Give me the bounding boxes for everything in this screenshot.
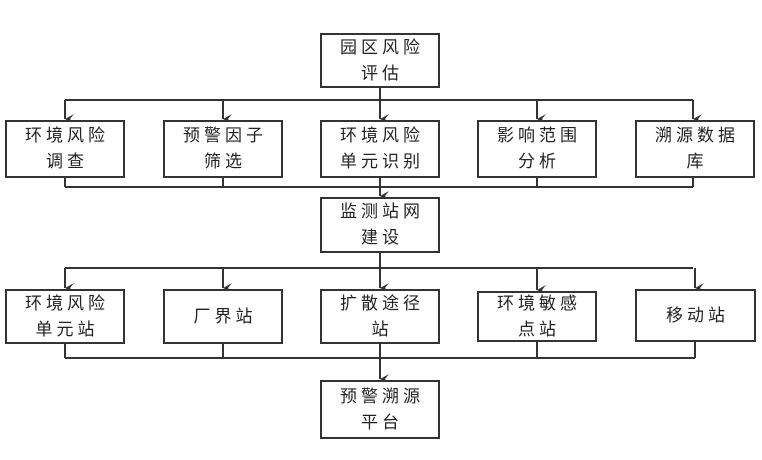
station-box: 环境风险单元站 (5, 289, 125, 344)
station-box: 移动站 (635, 289, 756, 342)
station-label: 环境风险单元站 (25, 293, 109, 340)
root-box: 园区风险评估 (320, 33, 440, 88)
station-box: 厂界站 (163, 289, 283, 344)
step-label: 溯源数据库 (655, 126, 739, 172)
station-label: 扩散途径站 (340, 293, 424, 340)
platform-label: 预警溯源平台 (340, 386, 424, 433)
network-label: 监测站网建设 (340, 202, 424, 248)
step-box: 影响范围分析 (477, 120, 597, 178)
station-label: 移动站 (666, 305, 729, 326)
step-label: 预警因子筛选 (183, 126, 267, 172)
root-label: 园区风险评估 (340, 37, 424, 84)
station-box: 环境敏感点站 (477, 291, 597, 342)
step-box: 环境风险单元识别 (320, 120, 440, 178)
step-box: 预警因子筛选 (163, 120, 283, 178)
step-box: 溯源数据库 (635, 120, 755, 178)
step-label: 环境风险单元识别 (340, 126, 424, 172)
step-label: 影响范围分析 (497, 126, 581, 172)
station-label: 厂界站 (193, 306, 257, 327)
step-label: 环境风险调查 (25, 126, 109, 172)
station-label: 环境敏感点站 (497, 293, 581, 340)
network-box: 监测站网建设 (320, 197, 440, 253)
step-box: 环境风险调查 (5, 120, 125, 178)
platform-box: 预警溯源平台 (320, 380, 440, 439)
station-box: 扩散途径站 (320, 289, 440, 344)
